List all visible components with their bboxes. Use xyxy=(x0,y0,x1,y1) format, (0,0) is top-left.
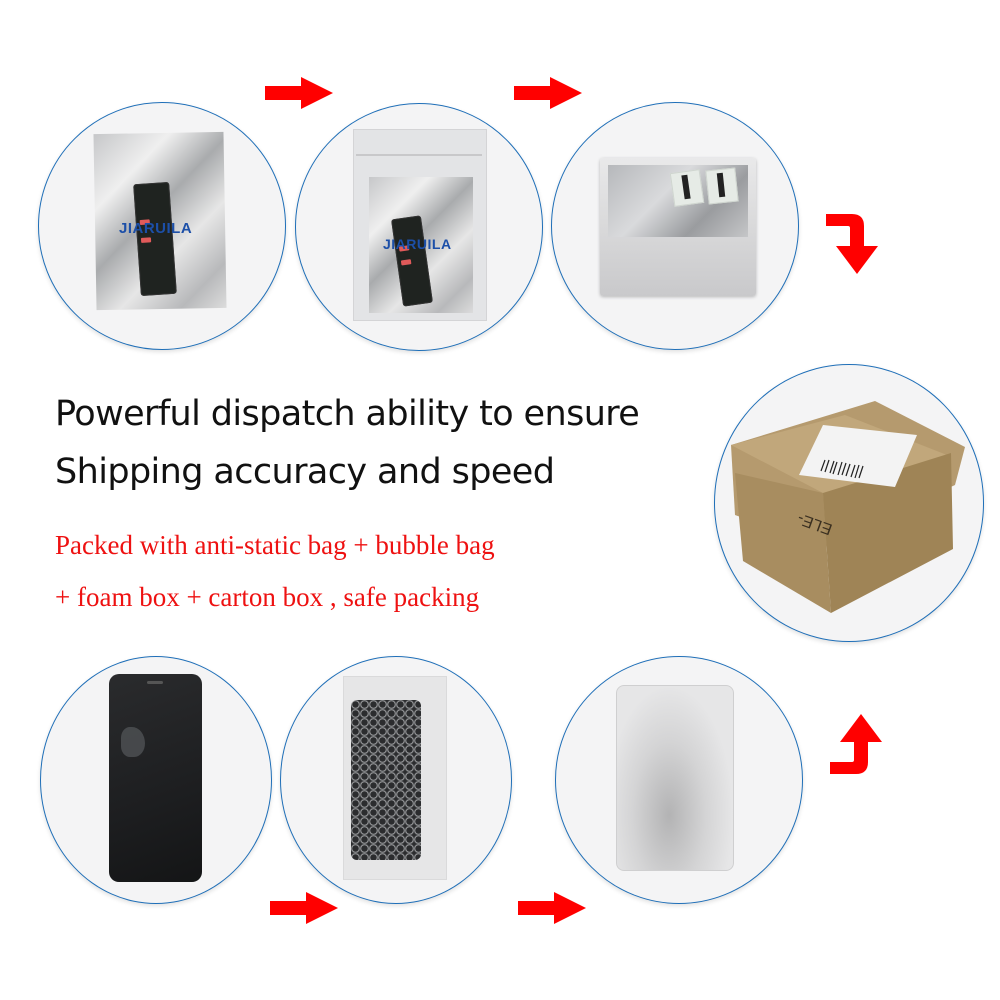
step-anti-static-bag: JIARUILA xyxy=(38,102,286,350)
step-carton-box: ELE- xyxy=(714,364,984,642)
arrow-turn-down-icon xyxy=(826,214,878,274)
step-ziplock-bag: JIARUILA xyxy=(295,103,543,351)
pcb-board-image xyxy=(133,181,177,297)
carton-box-image: ELE- xyxy=(731,401,965,613)
step-bubble-bag xyxy=(280,656,512,904)
brand-label: JIARUILA xyxy=(119,220,193,237)
foam-board-image xyxy=(616,685,734,871)
speaker-slot xyxy=(147,681,163,684)
arrow-right-icon xyxy=(270,892,338,924)
lcd-screen-image xyxy=(109,674,202,882)
wrapped-screen-image xyxy=(351,700,421,860)
arrow-right-icon xyxy=(514,77,582,109)
step-foam-board xyxy=(555,656,803,904)
step-lcd-screen xyxy=(40,656,272,904)
step-foam-box xyxy=(551,102,799,350)
subline-line-1: Packed with anti-static bag + bubble bag xyxy=(55,530,495,560)
headline-line-1: Powerful dispatch ability to ensure xyxy=(55,394,640,434)
zip-seal-line xyxy=(356,154,482,156)
headline-line-2: Shipping accuracy and speed xyxy=(55,452,555,492)
arrow-turn-up-icon xyxy=(830,714,882,774)
dust-spot xyxy=(121,727,145,757)
arrow-right-icon xyxy=(265,77,333,109)
subline-line-2: + foam box + carton box , safe packing xyxy=(55,582,480,612)
brand-label: JIARUILA xyxy=(383,236,452,252)
arrow-right-icon xyxy=(518,892,586,924)
